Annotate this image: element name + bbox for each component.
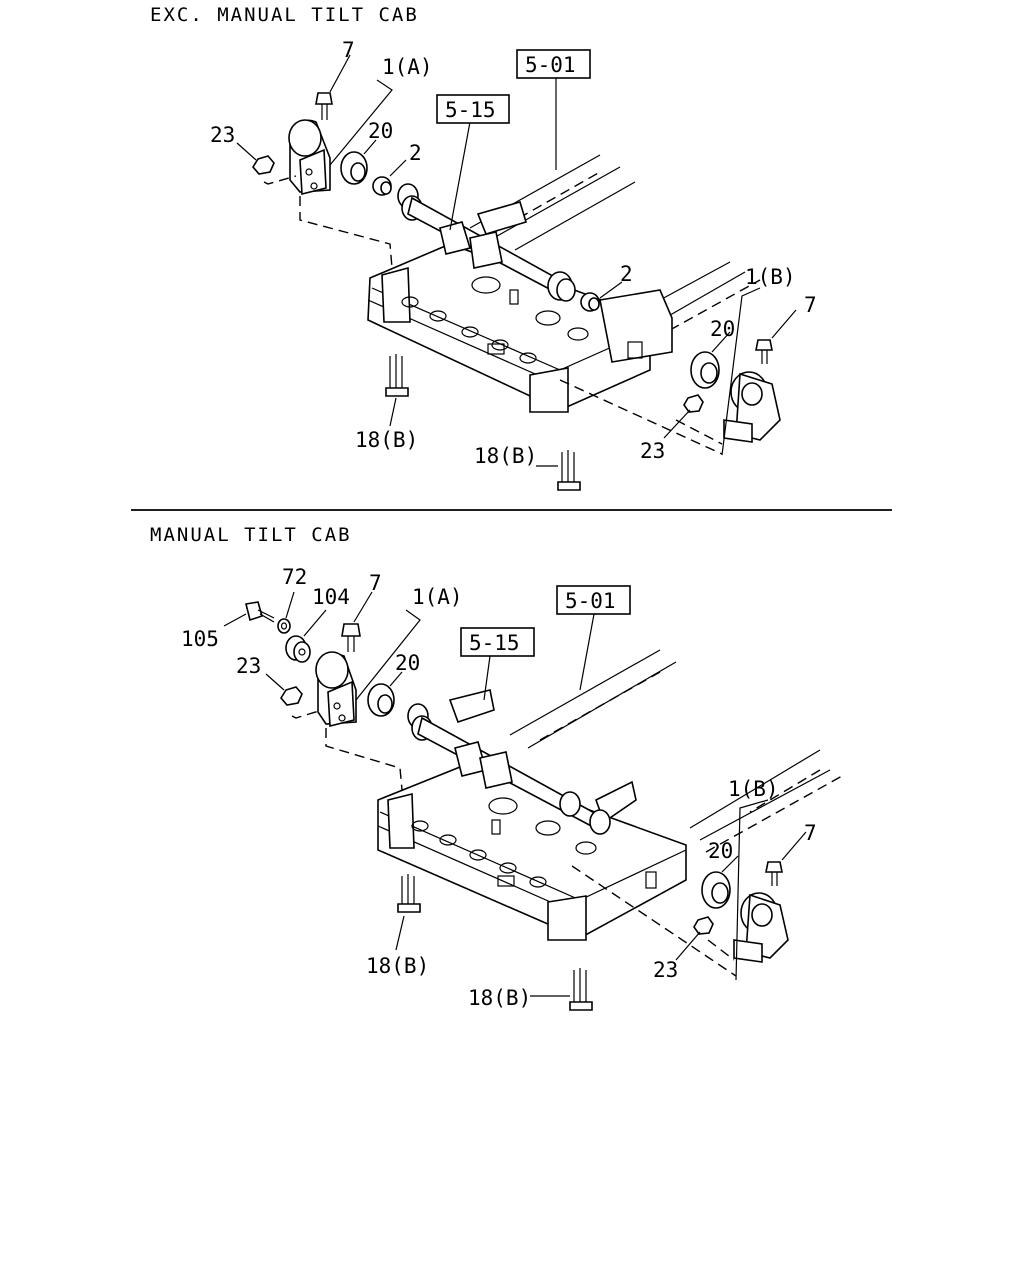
bracket-1b (723, 371, 781, 443)
callout-18b-left: 18(B) (355, 428, 418, 452)
callout-23-left: 23 (210, 123, 235, 147)
callout-20-right: 20 (710, 317, 735, 341)
pivot-shaft (397, 183, 576, 302)
bushing-20-left (340, 151, 368, 185)
callout-20-left: 20 (395, 651, 420, 675)
ref-box-5-01: 5-01 (556, 585, 631, 615)
collar-2-left (372, 176, 392, 196)
callout-23-left: 23 (236, 654, 261, 678)
callout-2-left: 2 (409, 141, 422, 165)
ref-5-15-label: 5-15 (445, 98, 496, 122)
washer-72 (277, 618, 291, 634)
bushing-20-right (701, 871, 731, 909)
collar-2-right (580, 292, 600, 312)
ref-5-15-label: 5-15 (469, 631, 520, 655)
section-exc-manual-tilt-cab: EXC. MANUAL TILT CAB (150, 4, 817, 491)
ref-5-01-label: 5-01 (525, 53, 576, 77)
ref-5-01-label: 5-01 (565, 589, 616, 613)
bolt-7-top (315, 92, 333, 120)
nut-23-left (252, 155, 275, 175)
callout-1b: 1(B) (745, 265, 796, 289)
stud-18b-center (557, 450, 581, 491)
leader-lines (223, 591, 821, 997)
callout-1a: 1(A) (382, 55, 433, 79)
stud-18b-center (569, 968, 593, 1011)
stud-18b-left (385, 354, 409, 397)
callout-18b-center: 18(B) (474, 444, 537, 468)
ref-box-5-15: 5-15 (436, 94, 510, 124)
callout-7-right: 7 (804, 821, 817, 845)
callout-1a: 1(A) (412, 585, 463, 609)
callout-104: 104 (312, 585, 350, 609)
bolt-7-right (765, 861, 783, 886)
bushing-20-right (690, 351, 720, 389)
callout-2-right: 2 (620, 262, 633, 286)
section-manual-tilt-cab: MANUAL TILT CAB (150, 524, 843, 1011)
section-title: MANUAL TILT CAB (150, 524, 352, 546)
callout-20-left: 20 (368, 119, 393, 143)
ref-box-5-01: 5-01 (516, 49, 591, 79)
callout-18b-left: 18(B) (366, 954, 429, 978)
stud-18b-left (397, 874, 421, 913)
crossmember (377, 764, 687, 941)
bracket-1a (288, 119, 331, 196)
nut-23-right (683, 394, 704, 413)
callout-23-right: 23 (653, 958, 678, 982)
nut-23-left (280, 686, 303, 706)
nut-23-right (693, 916, 714, 935)
bracket-1b (733, 892, 789, 963)
bolt-7-right (755, 339, 773, 364)
bolt-7-top (341, 623, 361, 652)
callout-7-top: 7 (369, 571, 382, 595)
callout-18b-center: 18(B) (468, 986, 531, 1010)
ref-box-5-15: 5-15 (460, 627, 535, 657)
callout-20-right: 20 (708, 839, 733, 863)
bolt-105 (245, 601, 275, 623)
callout-72: 72 (282, 565, 307, 589)
leader-lines (236, 54, 797, 467)
crossmember (367, 243, 673, 413)
cap-104 (285, 635, 311, 663)
callout-1b: 1(B) (728, 777, 779, 801)
callout-7-right: 7 (804, 293, 817, 317)
frame-rails (509, 649, 843, 853)
callout-23-right: 23 (640, 439, 665, 463)
callout-105: 105 (181, 627, 219, 651)
bracket-1a (315, 651, 357, 728)
bushing-20-left (367, 683, 395, 717)
callout-7-top: 7 (342, 38, 355, 62)
pivot-shaft (407, 689, 637, 835)
section-title: EXC. MANUAL TILT CAB (150, 4, 419, 26)
